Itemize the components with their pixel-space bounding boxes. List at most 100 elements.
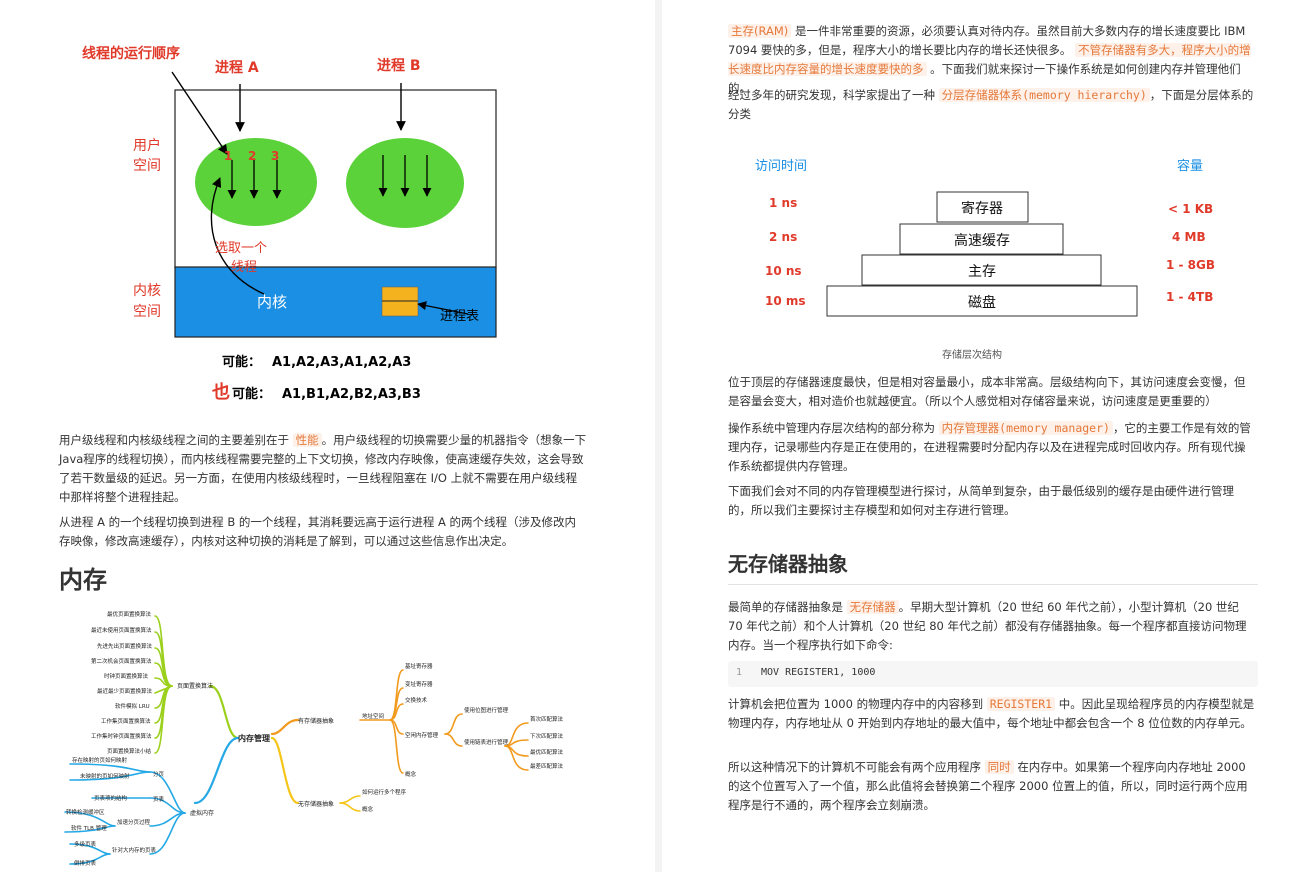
simultaneous-highlight: 同时 (984, 760, 1014, 774)
paragraph-main-memory: 主存(RAM) 是一件非常重要的资源，必须要认真对待内存。虽然目前大多数内存的增… (728, 22, 1256, 98)
paragraph-top-fastest: 位于顶层的存储器速度最快，但是相对容量最小，成本非常高。层级结构向下，其访问速度… (728, 375, 1246, 408)
mm-as-0: 基址寄存器 (405, 662, 433, 670)
para2-text-a: 经过多年的研究发现，科学家提出了一种 (728, 88, 935, 102)
possible2-value: A1,B1,A2,B2,A3,B3 (282, 387, 421, 402)
mm-pr-7: 工作集页面置换算法 (101, 717, 151, 725)
level-name-3: 磁盘 (968, 294, 996, 311)
mm-speedup-1: 软件 TLB 管理 (71, 824, 107, 832)
hierarchy-caption: 存储层次结构 (942, 350, 1002, 361)
paragraph-memory-manager: 操作系统中管理内存层次结构的部分称为 内存管理器(memory manager)… (728, 419, 1256, 476)
mm-large-mem: 针对大内存的页表 (112, 846, 157, 854)
mm-na-0: 如何运行多个程序 (362, 788, 407, 796)
mm-pr-5: 最近最少页面置换算法 (97, 687, 153, 695)
user-space-label-1: 用户 (133, 137, 161, 154)
memory-hierarchy-highlight: 分层存储器体系(memory hierarchy) (938, 88, 1150, 102)
mm-speedup-0: 转换检测缓冲区 (66, 808, 105, 816)
mm-address-space: 地址空间 (362, 712, 384, 720)
mm-pr-1: 最近未使用页面置换算法 (91, 626, 152, 634)
select-thread-label-2: 线程 (231, 260, 257, 275)
level-time-3: 10 ms (765, 294, 806, 308)
paragraph-two-programs: 所以这种情况下的计算机不可能会有两个应用程序 同时 在内存中。如果第一个程序向内… (728, 758, 1256, 815)
para1-text-a: 是一件非常重要的资源，必须要认真对待内存。虽然目前大多数内存的增长速度要比 IB… (728, 24, 1246, 57)
para7-text-a: 计算机会把位置为 1000 的物理内存中的内容移到 (728, 697, 984, 711)
thread-num-1: 1 (224, 149, 232, 163)
kernel-space-label-2: 空间 (133, 304, 161, 320)
mm-with-abstraction: 有存储器抽象 (298, 717, 334, 725)
mm-pr-2: 先进先出页面置换算法 (97, 642, 153, 650)
mm-paging-1: 未映射的页如何映射 (80, 772, 130, 780)
performance-highlight: 性能 (292, 433, 322, 447)
mm-large-0: 多级页表 (74, 840, 97, 848)
level-time-1: 2 ns (769, 230, 797, 244)
mm-paging: 分页 (153, 770, 165, 778)
process-a-circle (195, 138, 317, 226)
mm-page-table-0: 页表项的结构 (94, 794, 128, 802)
mm-ll-0: 首次匹配算法 (530, 715, 564, 723)
mm-free-mem: 空闲内存管理 (405, 731, 439, 739)
para4-text-b: ，它的主要工作是有效的管理内存，记录哪些内存是正在使用的，在进程需要时分配内存以… (728, 421, 1251, 473)
thread-diagram: 线程的运行顺序 进程 A 进程 B 用户 空间 内核 空间 1 2 3 选取一个… (82, 45, 497, 403)
mm-speedup: 加速分页过程 (117, 818, 151, 826)
process-table-label: 进程表 (440, 309, 479, 324)
mm-ll-2: 最优匹配算法 (530, 748, 564, 756)
paragraph-simplest: 最简单的存储器抽象是 无存储器。早期大型计算机（20 世纪 60 年代之前），小… (728, 598, 1256, 655)
code-line: MOV REGISTER1, 1000 (761, 667, 876, 678)
level-cap-0: < 1 KB (1168, 202, 1213, 216)
para8-text-b: 在内存中。如果第一个程序向内存地址 2000 的这个位置写入了一个值，那么此值将… (728, 760, 1248, 812)
level-cap-3: 1 - 4TB (1166, 290, 1213, 304)
mm-pr-6: 软件模拟 LRU (115, 702, 150, 710)
level-name-1: 高速缓存 (954, 232, 1010, 249)
mm-ll-1: 下次匹配算法 (530, 732, 564, 740)
paragraph-models: 下面我们会对不同的内存管理模型进行探讨，从简单到复杂，由于最低级别的缓存是由硬件… (728, 484, 1234, 517)
mm-bitmap: 使用位图进行管理 (464, 706, 509, 714)
para8-text-a: 所以这种情况下的计算机不可能会有两个应用程序 (728, 760, 981, 774)
paragraph-performance: 用户级线程和内核级线程之间的主要差别在于 性能。用户级线程的切换需要少量的机器指… (59, 431, 587, 507)
kernel-space-box (174, 266, 497, 338)
level-name-0: 寄存器 (961, 200, 1003, 217)
level-box-1 (899, 223, 1064, 255)
level-box-0 (936, 191, 1029, 223)
mm-page-table: 页表 (153, 795, 165, 803)
thread-num-3: 3 (271, 149, 279, 163)
memory-manager-highlight: 内存管理器(memory manager) (938, 421, 1113, 435)
paragraph-physical-memory: 计算机会把位置为 1000 的物理内存中的内容移到 REGISTER1 中。因此… (728, 695, 1256, 733)
left-page: 线程的运行顺序 进程 A 进程 B 用户 空间 内核 空间 1 2 3 选取一个… (0, 0, 655, 872)
thread-num-2: 2 (248, 149, 256, 163)
mm-paging-0: 存在映射的页如何映射 (72, 756, 128, 764)
code-block: 1 MOV REGISTER1, 1000 (728, 661, 1258, 687)
mm-na-1: 概念 (362, 805, 374, 813)
level-time-0: 1 ns (769, 196, 797, 210)
main-memory-highlight: 主存(RAM) (728, 24, 792, 38)
level-cap-1: 4 MB (1172, 230, 1206, 244)
mm-no-abstraction: 无存储器抽象 (298, 800, 334, 808)
mindmap-root: 内存管理 (238, 733, 270, 743)
user-space-label-2: 空间 (133, 158, 161, 174)
mm-virtual-memory: 虚拟内存 (190, 809, 214, 817)
mm-as-1: 变址寄存器 (405, 680, 433, 688)
para6-text-a: 最简单的存储器抽象是 (728, 600, 843, 614)
section-heading-memory: 内存 (59, 566, 107, 594)
mm-pr-3: 第二次机会页面置换算法 (91, 657, 152, 665)
possible1-label: 可能： (222, 354, 261, 370)
process-a-label: 进程 A (215, 60, 259, 76)
paragraph-switch-cost: 从进程 A 的一个线程切换到进程 B 的一个线程，其消耗要远高于运行进程 A 的… (59, 515, 577, 548)
select-thread-label-1: 选取一个 (215, 241, 267, 256)
access-time-header: 访问时间 (755, 159, 807, 174)
mm-concept: 概念 (405, 770, 417, 778)
heading-divider (728, 584, 1258, 585)
also-label: 也 (212, 381, 230, 403)
no-memory-highlight: 无存储器 (846, 600, 899, 614)
mm-as-2: 交换技术 (405, 696, 428, 704)
code-line-number: 1 (736, 667, 743, 678)
mm-large-1: 倒排页表 (74, 859, 97, 867)
paragraph-hierarchy-intro: 经过多年的研究发现，科学家提出了一种 分层存储器体系(memory hierar… (728, 86, 1256, 124)
possible2-label: 可能： (232, 386, 271, 402)
level-cap-2: 1 - 8GB (1166, 258, 1215, 272)
mm-linkedlist: 使用链表进行管理 (464, 738, 509, 746)
section-heading-no-abstraction: 无存储器抽象 (728, 552, 848, 576)
para7-text-b: 中。因此呈现给程序员的内存模型就是物理内存，内存地址从 0 开始到内存地址的最大… (728, 697, 1255, 730)
kernel-label: 内核 (257, 293, 287, 311)
mm-pr-0: 最优页面置换算法 (107, 610, 152, 618)
capacity-header: 容量 (1177, 158, 1203, 174)
possible1-value: A1,A2,A3,A1,A2,A3 (272, 355, 411, 370)
